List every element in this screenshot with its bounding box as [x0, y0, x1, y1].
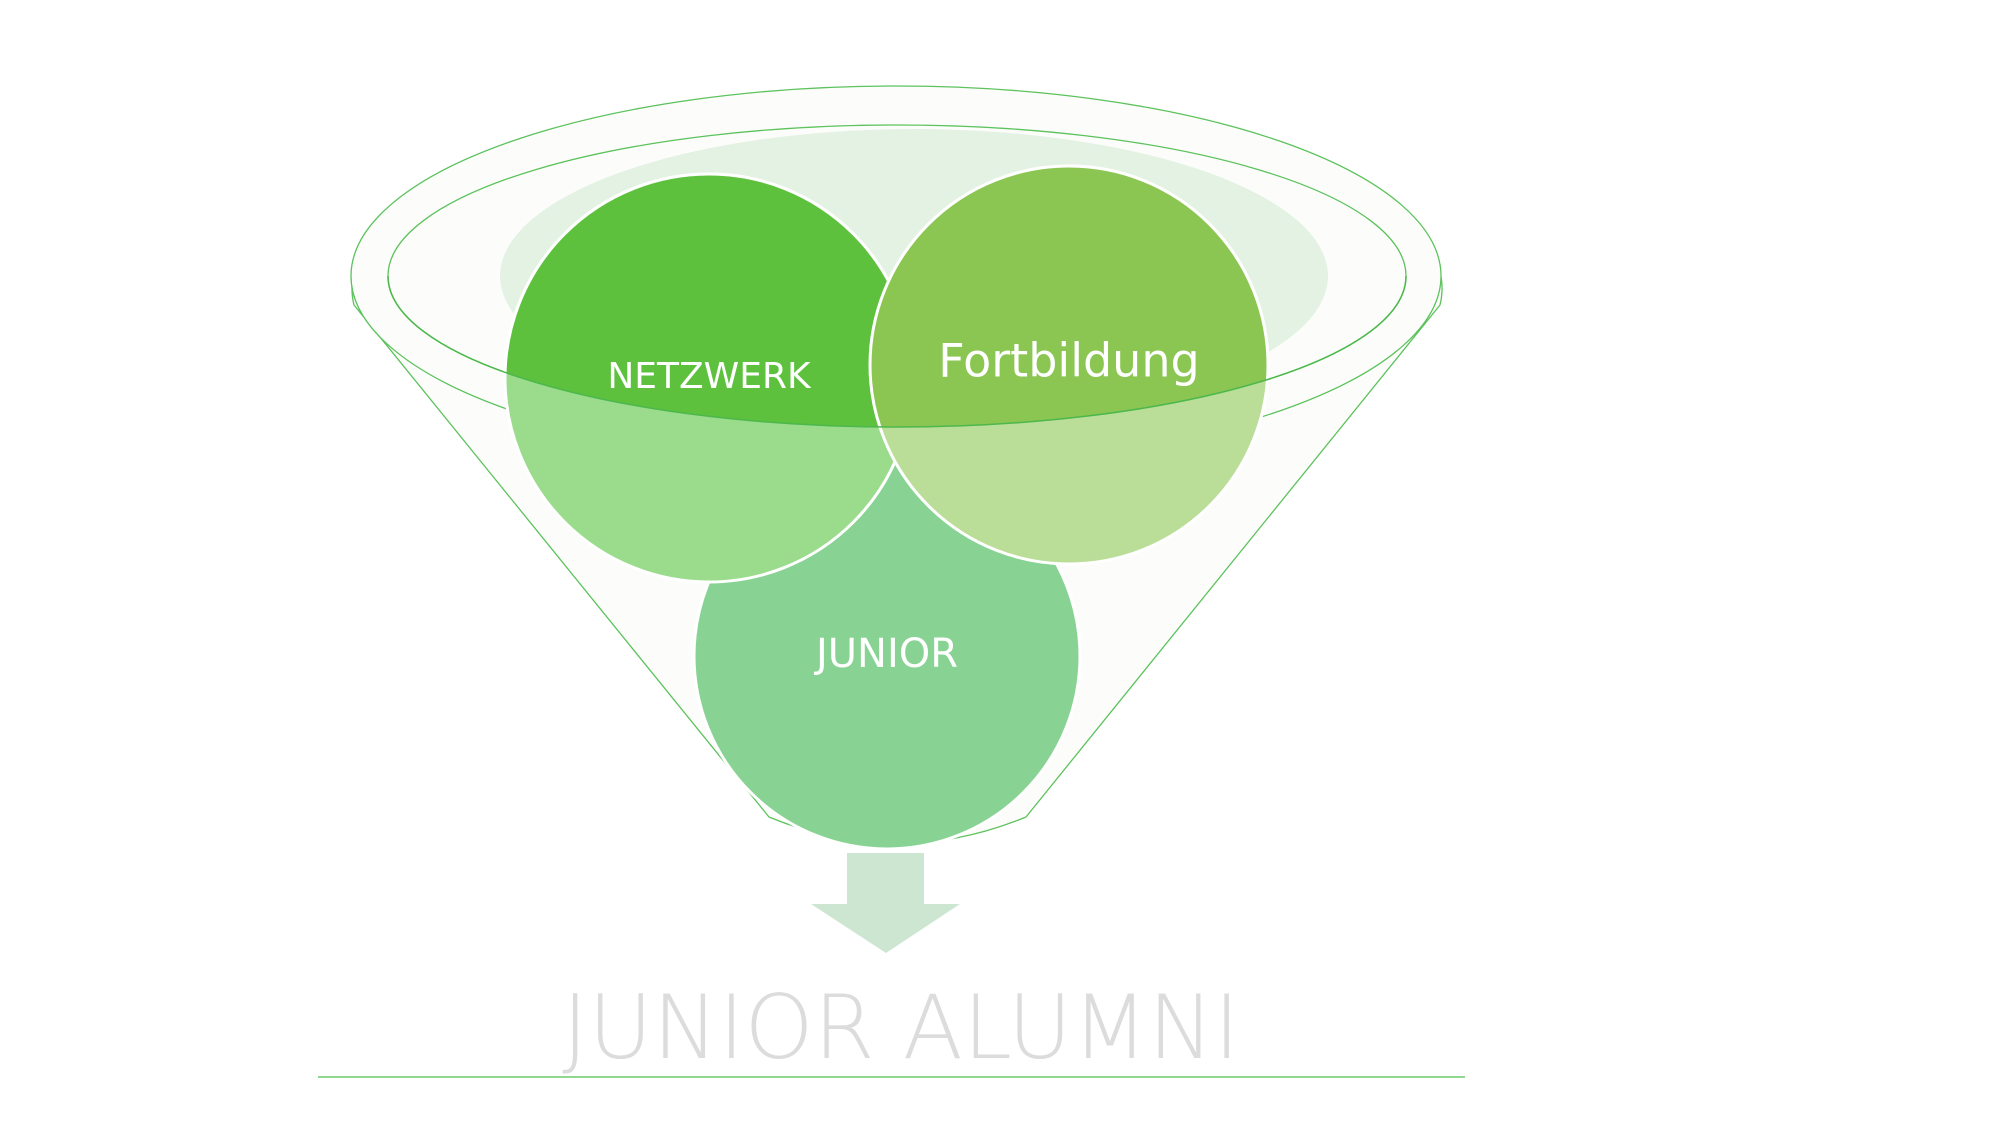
fortbildung-label: Fortbildung — [938, 334, 1199, 388]
down-arrow-icon — [811, 853, 960, 953]
funnel-inner-rim-front — [387, 275, 1407, 428]
fortbildung-circle-top — [868, 164, 1270, 427]
junior-label: JUNIOR — [813, 631, 958, 677]
result-title: JUNIOR ALUMNI — [562, 976, 1240, 1079]
netzwerk-label: NETZWERK — [607, 356, 812, 397]
